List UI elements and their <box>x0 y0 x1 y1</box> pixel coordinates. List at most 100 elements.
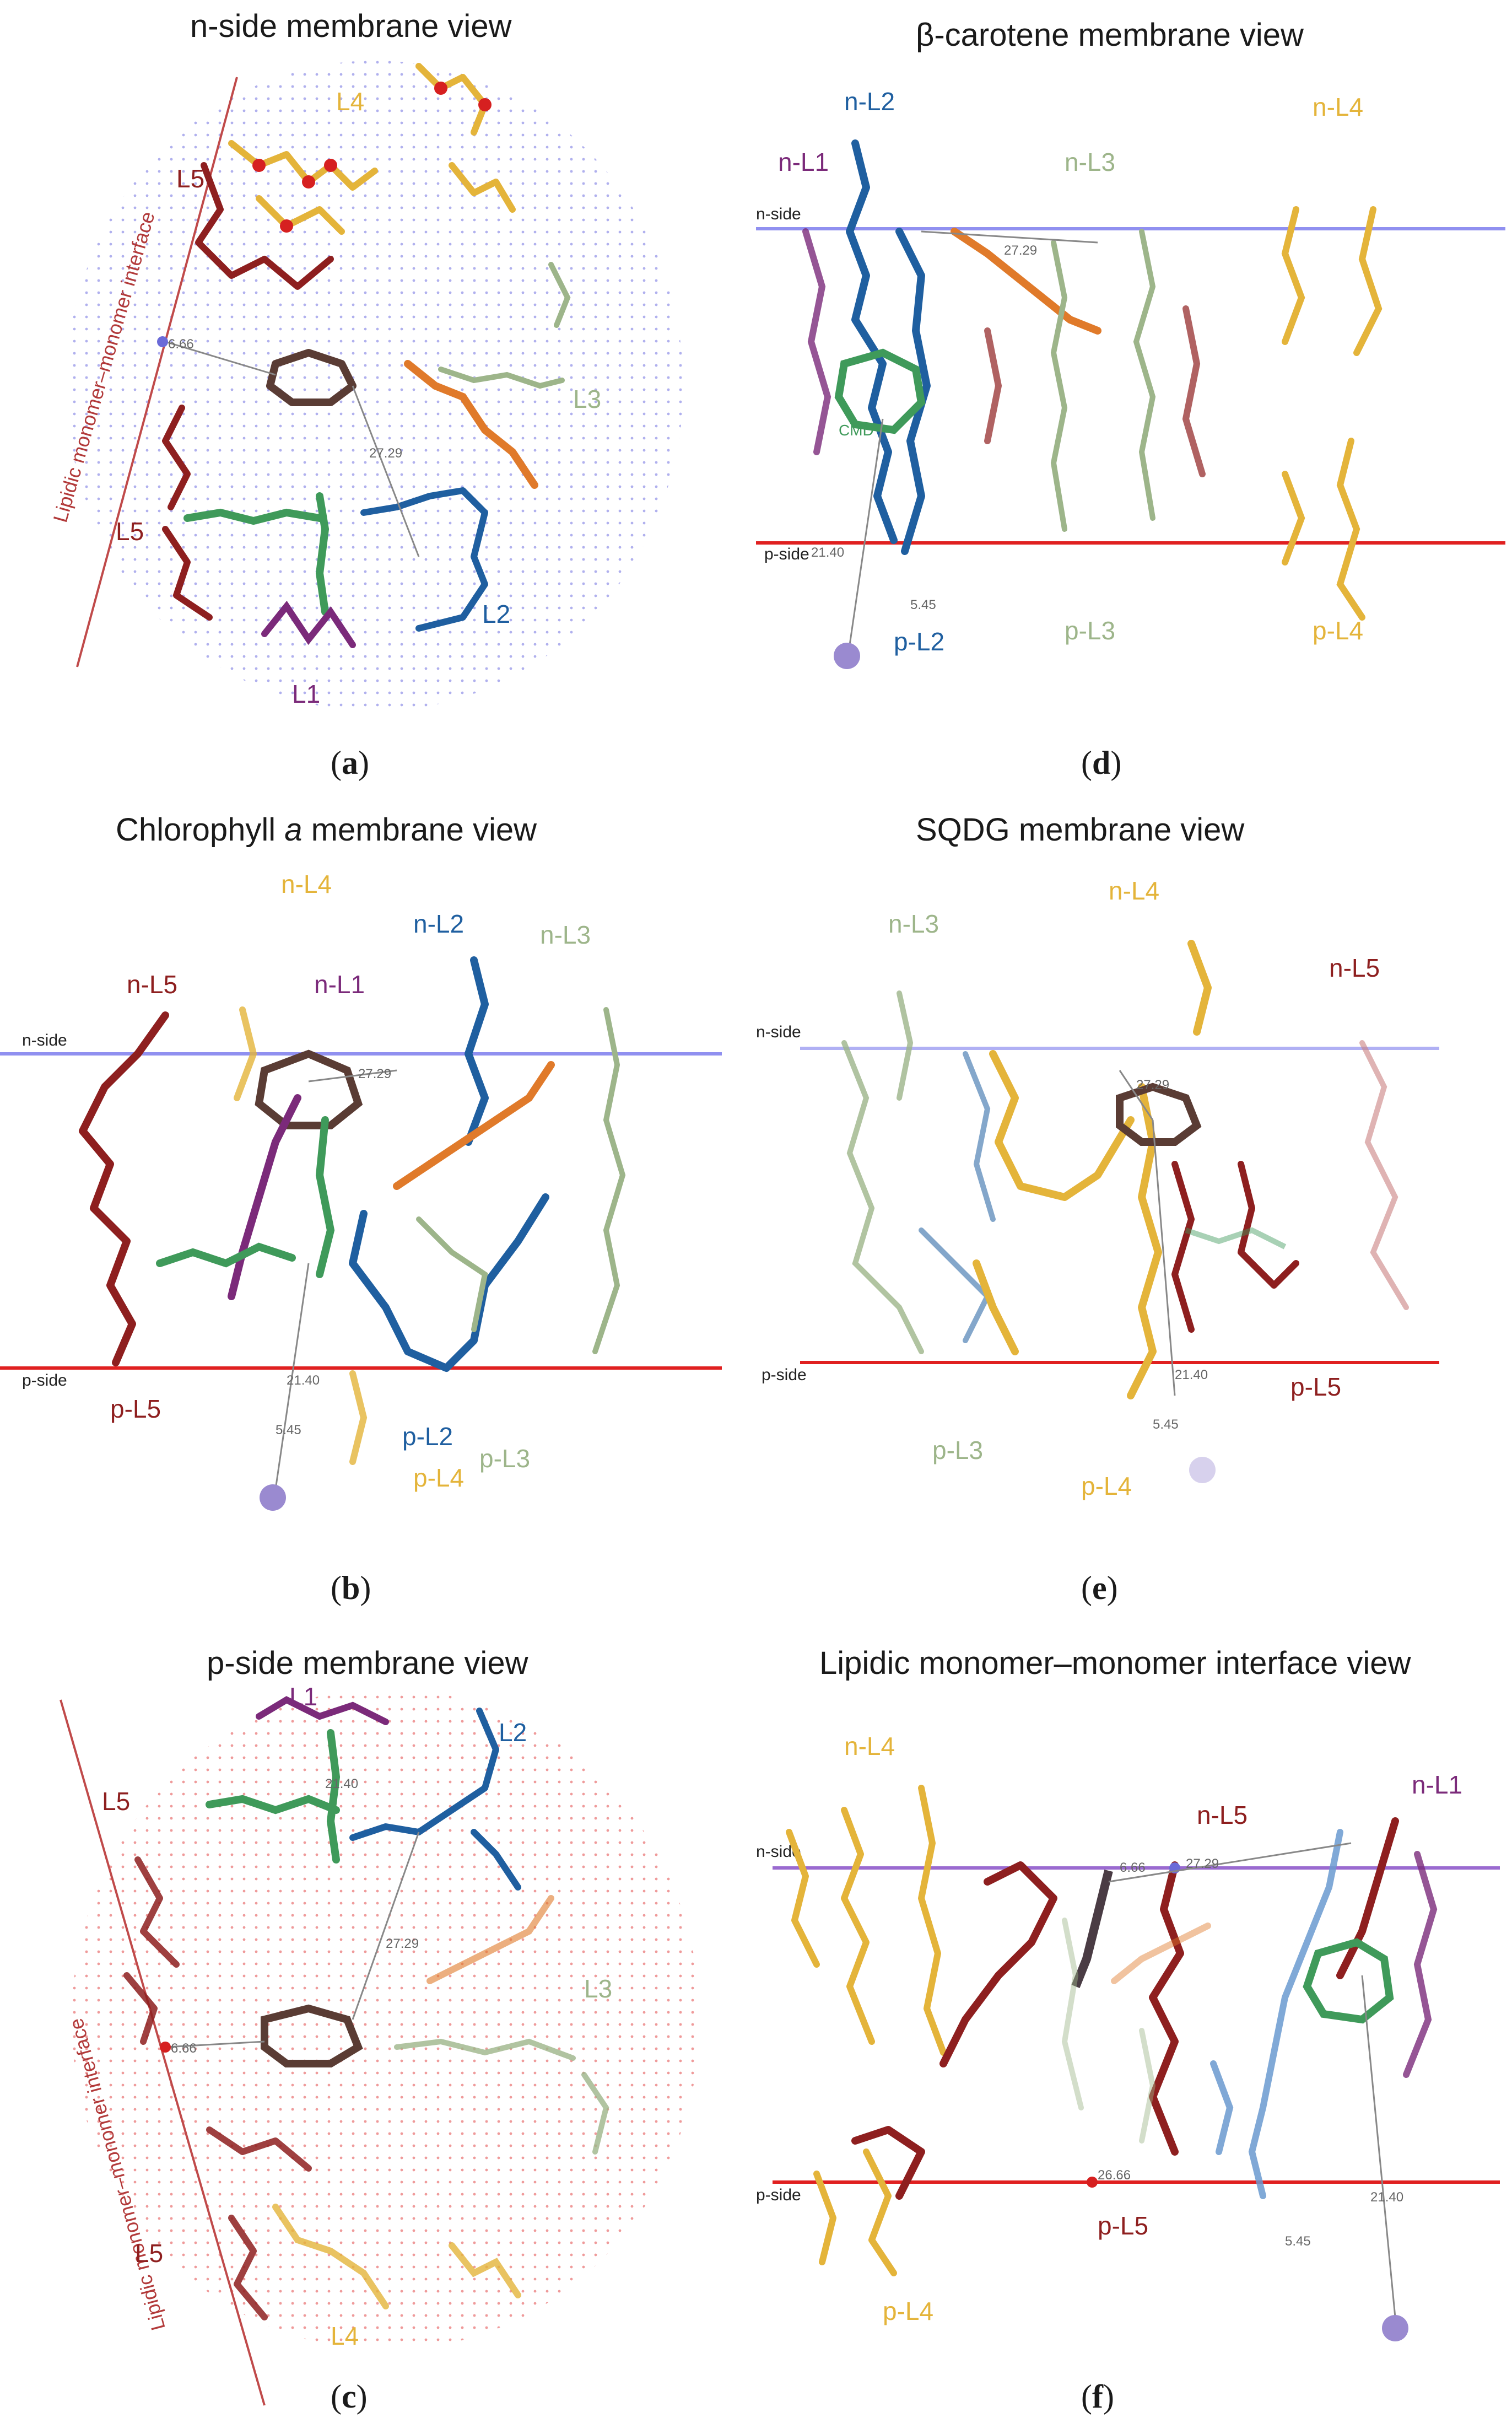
distance-label: 21.40 <box>1175 1367 1208 1382</box>
distance-label: 21.40 <box>325 1776 358 1791</box>
chlorophyll-a <box>183 492 330 616</box>
marker-atom <box>1087 2177 1098 2188</box>
distance-label: 27.29 <box>386 1936 419 1951</box>
n-side-label: n-side <box>22 1031 67 1049</box>
panel-b-title: Chlorophyll a membrane view <box>116 812 537 848</box>
distance-label: 27.29 <box>1004 243 1037 258</box>
lipid-L5 <box>79 1011 169 1366</box>
label-n-L4: n-L4 <box>844 1732 895 1760</box>
label-L5: L5 <box>116 517 144 546</box>
lipid-L5 <box>1171 1161 1299 1333</box>
iron-sulfur-cluster <box>1189 1457 1216 1483</box>
distance-label: 27.29 <box>358 1067 391 1081</box>
panel-e-structure: n-side p-side 27.29 <box>756 876 1439 1500</box>
lipid-L2 <box>846 139 931 555</box>
interface-line <box>60 1699 266 2406</box>
panel-b-structure: n-side p-side 27.2 <box>0 870 722 1511</box>
label-p-L3: p-L3 <box>479 1444 530 1473</box>
beta-carotene <box>1111 1923 1211 1984</box>
n-side-plane <box>66 61 683 711</box>
beta-carotene <box>404 360 538 489</box>
lipid-L2 <box>1210 1829 1343 2199</box>
label-L1: L1 <box>292 680 320 708</box>
distance-label: 21.40 <box>811 545 844 560</box>
lipid-L4 <box>272 2204 521 2309</box>
panel-c: p-side membrane view Lipidic monomer–mon… <box>0 1623 756 2434</box>
lipid-L5 <box>851 1817 1399 2200</box>
panel-f-structure: n-side p-side <box>756 1732 1500 2341</box>
label-L5: L5 <box>135 2239 163 2268</box>
label-L5: L5 <box>102 1787 130 1816</box>
distance-line <box>1119 1070 1154 1121</box>
panel-d-letter: (d) <box>1081 745 1122 781</box>
distance-line <box>921 230 1098 244</box>
lipid-L4 <box>234 1006 368 1465</box>
chlorophyll-label: CMD <box>839 422 874 439</box>
panel-a-title: n-side membrane view <box>190 8 512 44</box>
label-L5: L5 <box>176 164 204 193</box>
lipid-L1 <box>228 1094 301 1300</box>
lipid-L5-faint <box>1359 1040 1409 1310</box>
p-side-label: p-side <box>22 1371 67 1390</box>
distance-label: 21.40 <box>1370 2190 1403 2205</box>
lipid-L2 <box>360 487 488 632</box>
lipid-L3 <box>416 1007 626 1354</box>
distance-line <box>352 1832 420 2020</box>
distance-line <box>1108 1842 1352 1883</box>
lipid-L4 <box>1281 206 1383 621</box>
iron-sulfur-cluster <box>260 1484 286 1511</box>
chlorophyll-a <box>834 348 926 434</box>
label-n-L4: n-L4 <box>1109 876 1159 905</box>
label-L4: L4 <box>331 2322 359 2350</box>
distance-line <box>1152 1119 1176 1396</box>
lipid-L1 <box>256 1696 389 1725</box>
chlorophyll-a <box>156 1116 335 1278</box>
label-p-L3: p-L3 <box>932 1436 983 1464</box>
label-n-L5: n-L5 <box>1329 954 1380 982</box>
panel-d-structure: n-side p-side 27.29 <box>756 87 1505 669</box>
p-side-label: p-side <box>762 1366 807 1384</box>
panel-c-structure: Lipidic monomer–monomer interface <box>60 1682 700 2406</box>
label-L1: L1 <box>289 1682 317 1711</box>
distance-label: 6.66 <box>1120 1860 1146 1875</box>
distance-label: 6.66 <box>171 2041 197 2056</box>
label-n-L4: n-L4 <box>1313 93 1363 121</box>
distance-label: 5.45 <box>276 1423 301 1437</box>
distance-label: 27.29 <box>1136 1078 1169 1092</box>
panel-d-title: β-carotene membrane view <box>916 17 1304 53</box>
lipid-L3 <box>394 2038 609 2155</box>
p-side-plane <box>72 1689 700 2350</box>
lipid-L2 <box>349 1708 521 1891</box>
lipid-L3 <box>841 990 924 1354</box>
distance-label: 5.45 <box>910 597 936 612</box>
iron-sulfur-cluster <box>834 643 860 669</box>
chlorophyll-a <box>206 1729 341 1864</box>
lipid-L3 <box>1050 229 1156 532</box>
p-side-label: p-side <box>764 545 809 563</box>
distance-label: 5.45 <box>1153 1417 1179 1432</box>
label-n-L2: n-L2 <box>844 87 895 116</box>
label-p-L5: p-L5 <box>1290 1372 1341 1401</box>
heme <box>255 1049 363 1129</box>
label-p-L4: p-L4 <box>1081 1472 1132 1500</box>
distance-line <box>849 418 884 645</box>
lipid-L4-atoms <box>252 82 492 233</box>
lipid-L5 <box>123 1856 312 2320</box>
marker-atom <box>160 2042 171 2053</box>
chlorophyll-a <box>1185 1227 1287 1250</box>
lipid-L3 <box>438 262 571 389</box>
distance-label: 27.29 <box>369 446 402 461</box>
label-p-L5: p-L5 <box>1098 2211 1148 2240</box>
beta-carotene <box>951 228 1101 335</box>
distance-line <box>1361 1975 1396 2318</box>
distance-line <box>274 1263 310 1490</box>
panel-a-structure: Lipidic monomer–monomer interface <box>48 61 683 711</box>
panel-a-letter: (a) <box>331 745 369 781</box>
lipid-L5 <box>984 305 1206 477</box>
label-n-L3: n-L3 <box>540 920 591 949</box>
distance-label: 21.40 <box>287 1373 320 1388</box>
distance-label: 5.45 <box>1285 2234 1311 2249</box>
distance-line <box>352 385 420 557</box>
lipid-L2 <box>919 1051 996 1343</box>
label-n-L2: n-L2 <box>413 909 464 938</box>
